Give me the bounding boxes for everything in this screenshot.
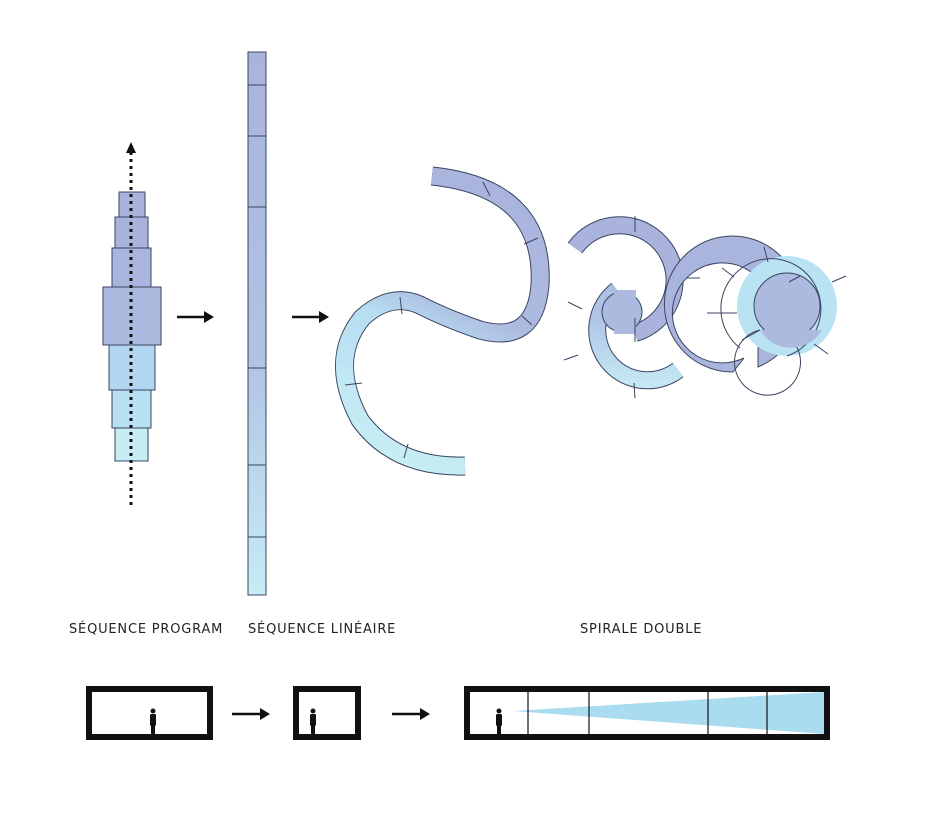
program-block <box>111 247 152 288</box>
long-room-box <box>464 686 830 740</box>
arrow-right-icon <box>292 311 329 323</box>
label-sequence-program: SÉQUENCE PROGRAM <box>69 622 224 637</box>
right-spiral <box>663 235 847 396</box>
middle-spiral <box>563 216 700 399</box>
small-room-box <box>86 686 213 740</box>
person-icon <box>310 708 316 735</box>
view-cone <box>513 692 824 734</box>
narrow-room-box <box>293 686 361 740</box>
label-spirale-double: SPIRALE DOUBLE <box>580 622 703 637</box>
linear-sequence-bar <box>247 51 267 596</box>
person-icon <box>150 708 156 735</box>
program-stack <box>102 191 162 462</box>
person-icon <box>496 708 502 735</box>
arrow-up-icon <box>126 142 136 153</box>
arrow-right-icon <box>232 708 270 720</box>
arrow-right-icon <box>392 708 430 720</box>
label-sequence-lineaire: SÉQUENCE LINÉAIRE <box>248 622 397 637</box>
program-block <box>111 389 152 429</box>
s-curve-sequence <box>335 166 550 476</box>
arrow-right-icon <box>177 311 214 323</box>
